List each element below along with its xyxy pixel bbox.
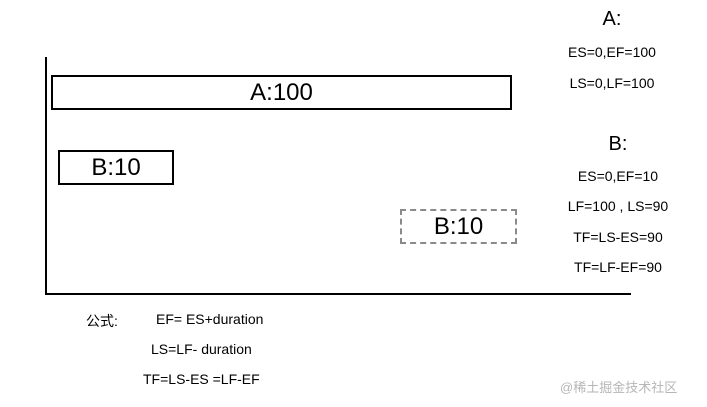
- y-axis-line: [45, 57, 47, 295]
- notes-b-line4: TF=LF-EF=90: [574, 259, 662, 275]
- watermark-text: @稀土掘金技术社区: [560, 380, 678, 395]
- formula-line1: EF= ES+duration: [156, 311, 264, 327]
- task-b-bar-label: B:10: [91, 153, 141, 181]
- notes-a-line2: LS=0,LF=100: [569, 75, 655, 91]
- formula-line2: LS=LF- duration: [151, 341, 252, 357]
- formula-line3: TF=LS-ES =LF-EF: [143, 371, 260, 387]
- task-b-bar: B:10: [58, 150, 174, 185]
- notes-a-title: A:: [602, 8, 622, 30]
- formula-label: 公式:: [86, 313, 118, 329]
- notes-a-line1: ES=0,EF=100: [568, 44, 656, 60]
- notes-b-line1: ES=0,EF=10: [577, 168, 659, 184]
- task-b-shifted-bar-label: B:10: [433, 212, 484, 240]
- task-a-bar-label: A:100: [250, 78, 313, 106]
- notes-b-line2: LF=100 , LS=90: [567, 198, 669, 214]
- x-axis-line: [45, 293, 631, 295]
- notes-b-line3: TF=LS-ES=90: [573, 229, 663, 245]
- task-a-bar: A:100: [51, 75, 512, 110]
- notes-b-title: B:: [608, 133, 628, 155]
- task-b-shifted-bar: B:10: [400, 209, 517, 244]
